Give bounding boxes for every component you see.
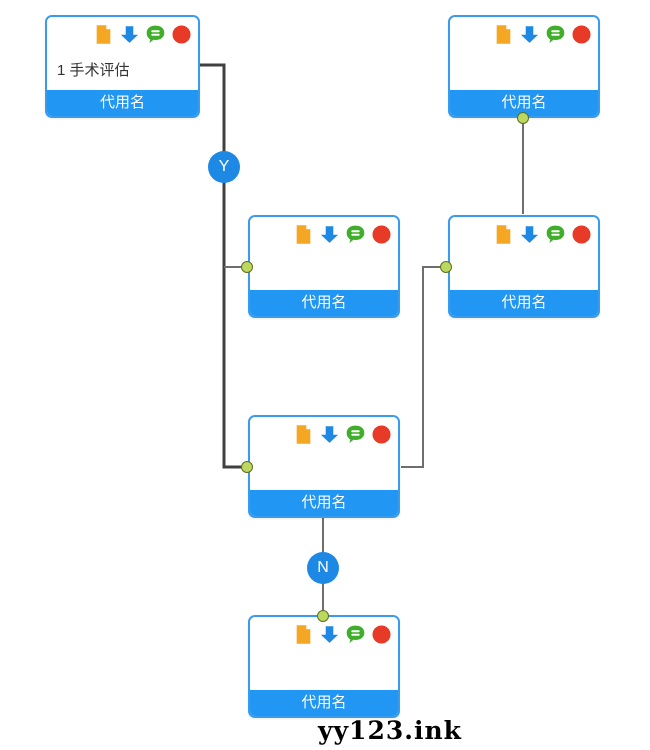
note-icon[interactable] [493, 224, 514, 245]
note-icon[interactable] [293, 424, 314, 445]
connection-port[interactable] [240, 260, 253, 273]
record-icon[interactable] [371, 224, 392, 245]
node-icon-row [493, 224, 592, 245]
node-icon-row [93, 24, 192, 45]
flow-node-1[interactable]: 1 手术评估 代用名 [45, 15, 200, 118]
note-icon[interactable] [293, 224, 314, 245]
connection-port[interactable] [516, 111, 529, 124]
node-body-text: 1 手术评估 [57, 62, 130, 79]
record-icon[interactable] [371, 624, 392, 645]
flow-node-3[interactable]: 代用名 [248, 215, 400, 318]
down-arrow-icon[interactable] [519, 24, 540, 45]
node-icon-row [293, 224, 392, 245]
comment-icon[interactable] [345, 224, 366, 245]
node-footer[interactable]: 代用名 [250, 690, 398, 716]
node-body [250, 217, 398, 290]
down-arrow-icon[interactable] [319, 224, 340, 245]
record-icon[interactable] [571, 24, 592, 45]
note-icon[interactable] [93, 24, 114, 45]
comment-icon[interactable] [145, 24, 166, 45]
comment-icon[interactable] [545, 224, 566, 245]
down-arrow-icon[interactable] [119, 24, 140, 45]
record-icon[interactable] [371, 424, 392, 445]
node-body: 1 手术评估 [47, 17, 198, 90]
watermark-text: yy123.ink [318, 716, 462, 745]
note-icon[interactable] [493, 24, 514, 45]
down-arrow-icon[interactable] [319, 624, 340, 645]
comment-icon[interactable] [345, 424, 366, 445]
node-footer[interactable]: 代用名 [250, 290, 398, 316]
comment-icon[interactable] [545, 24, 566, 45]
record-icon[interactable] [571, 224, 592, 245]
edge-node1-node5[interactable] [200, 63, 246, 469]
down-arrow-icon[interactable] [519, 224, 540, 245]
flow-node-4[interactable]: 代用名 [448, 215, 600, 318]
node-body [450, 217, 598, 290]
node-icon-row [293, 424, 392, 445]
node-footer[interactable]: 代用名 [250, 490, 398, 516]
node-icon-row [493, 24, 592, 45]
edge-label-y[interactable]: Y [208, 151, 240, 183]
connection-port[interactable] [439, 260, 452, 273]
connection-port[interactable] [316, 609, 329, 622]
node-body [250, 417, 398, 490]
flow-node-6[interactable]: 代用名 [248, 615, 400, 718]
edge-label-n[interactable]: N [307, 552, 339, 584]
connection-port[interactable] [240, 460, 253, 473]
note-icon[interactable] [293, 624, 314, 645]
record-icon[interactable] [171, 24, 192, 45]
node-body [450, 17, 598, 90]
down-arrow-icon[interactable] [319, 424, 340, 445]
node-icon-row [293, 624, 392, 645]
flow-node-2[interactable]: 代用名 [448, 15, 600, 118]
flow-node-5[interactable]: 代用名 [248, 415, 400, 518]
node-footer[interactable]: 代用名 [450, 290, 598, 316]
edge-node4-node5[interactable] [401, 266, 446, 468]
comment-icon[interactable] [345, 624, 366, 645]
node-footer[interactable]: 代用名 [47, 90, 198, 116]
node-body [250, 617, 398, 690]
